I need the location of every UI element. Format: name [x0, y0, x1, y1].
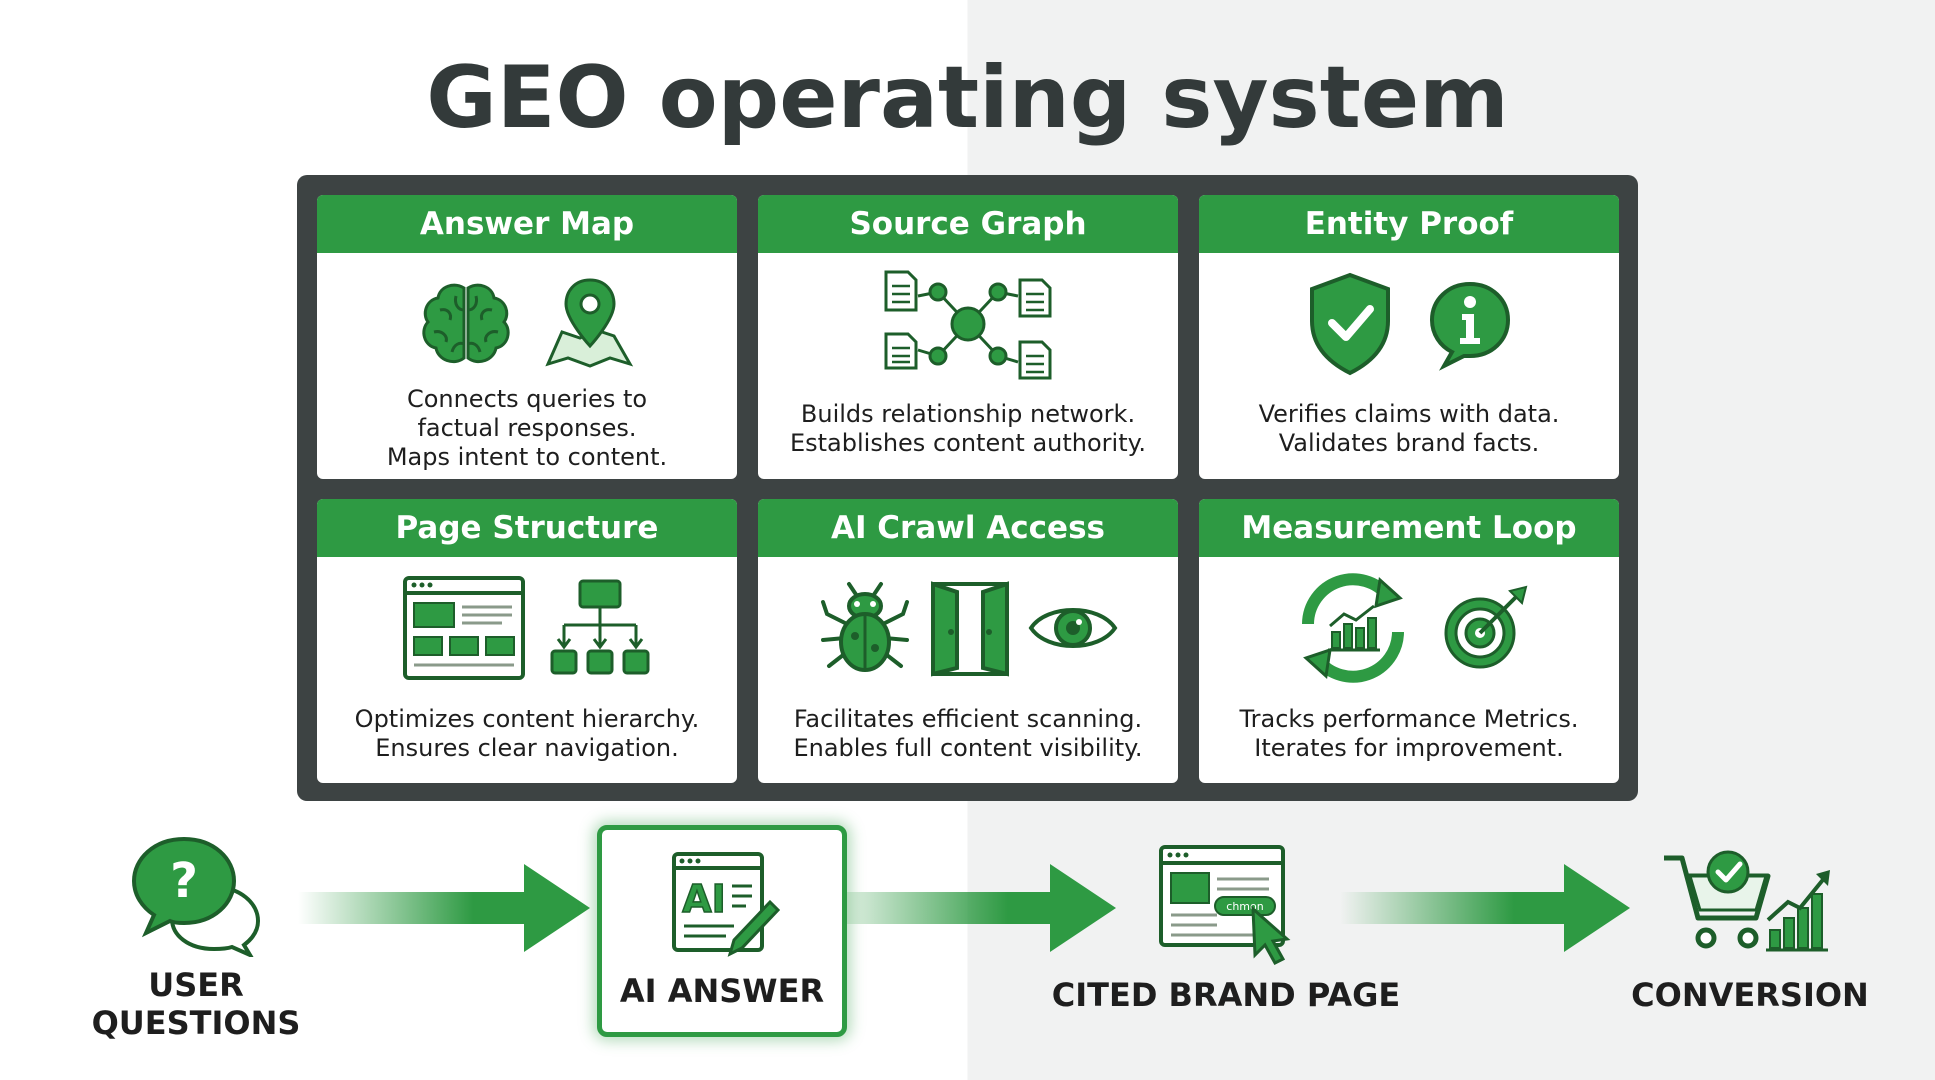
bug-icon: [821, 582, 909, 672]
card-description: Verifies claims with data. Validates bra…: [1258, 400, 1560, 457]
open-door-icon: [931, 581, 1009, 677]
card-description: Optimizes content hierarchy. Ensures cle…: [354, 705, 700, 762]
arrow-right-icon: [1340, 864, 1630, 952]
card-measurement-loop: Measurement Loop: [1199, 499, 1619, 783]
page-title: GEO operating system: [426, 48, 1509, 148]
map-pin-icon: [545, 278, 634, 368]
card-answer-map: Answer Map Connects queries to factual r…: [317, 195, 737, 479]
shield-check-icon: [1310, 272, 1390, 376]
card-heading: Source Graph: [758, 195, 1178, 253]
card-source-graph: Source Graph: [758, 195, 1178, 479]
card-heading: Answer Map: [317, 195, 737, 253]
ai-document-icon: AI: [672, 852, 780, 957]
ai-answer-label: AI ANSWER: [619, 972, 825, 1010]
framework-board: Answer Map Connects queries to factual r…: [297, 175, 1638, 801]
eye-icon: [1028, 608, 1118, 648]
card-description: Connects queries to factual responses. M…: [386, 385, 668, 471]
sitemap-icon: [550, 579, 650, 675]
cart-growth-icon: [1664, 850, 1830, 952]
flow-step-conversion: CONVERSION: [1631, 976, 1869, 1014]
card-description: Builds relationship network. Establishes…: [789, 400, 1147, 457]
question-bubbles-icon: ?: [131, 836, 261, 957]
cited-icon-label: chmon: [1226, 900, 1263, 913]
ai-icon-label: AI: [682, 877, 726, 921]
card-heading: Entity Proof: [1199, 195, 1619, 253]
brand-page-click-icon: chmon: [1159, 845, 1291, 965]
target-icon: [1444, 585, 1528, 669]
brain-icon: [422, 283, 510, 364]
document-network-icon: [884, 270, 1052, 380]
svg-text:?: ?: [170, 853, 198, 909]
card-heading: Measurement Loop: [1199, 499, 1619, 557]
flow-step-ai-answer: AI AI ANSWER: [597, 825, 847, 1037]
arrow-right-icon: [846, 864, 1116, 952]
cycle-chart-icon: [1302, 573, 1404, 683]
card-entity-proof: Entity Proof Verifies claims with data. …: [1199, 195, 1619, 479]
card-ai-crawl-access: AI Crawl Access: [758, 499, 1178, 783]
card-heading: AI Crawl Access: [758, 499, 1178, 557]
flow-step-cited-brand-page: CITED BRAND PAGE: [1051, 976, 1401, 1014]
info-bubble-icon: [1429, 281, 1511, 371]
page-layout-icon: [403, 576, 525, 680]
arrow-right-icon: [298, 864, 590, 952]
card-description: Tracks performance Metrics. Iterates for…: [1239, 705, 1579, 762]
flow-step-user-questions: USER QUESTIONS: [91, 966, 301, 1042]
card-page-structure: Page Structure: [317, 499, 737, 783]
card-description: Facilitates efficient scanning. Enables …: [793, 705, 1143, 762]
card-heading: Page Structure: [317, 499, 737, 557]
